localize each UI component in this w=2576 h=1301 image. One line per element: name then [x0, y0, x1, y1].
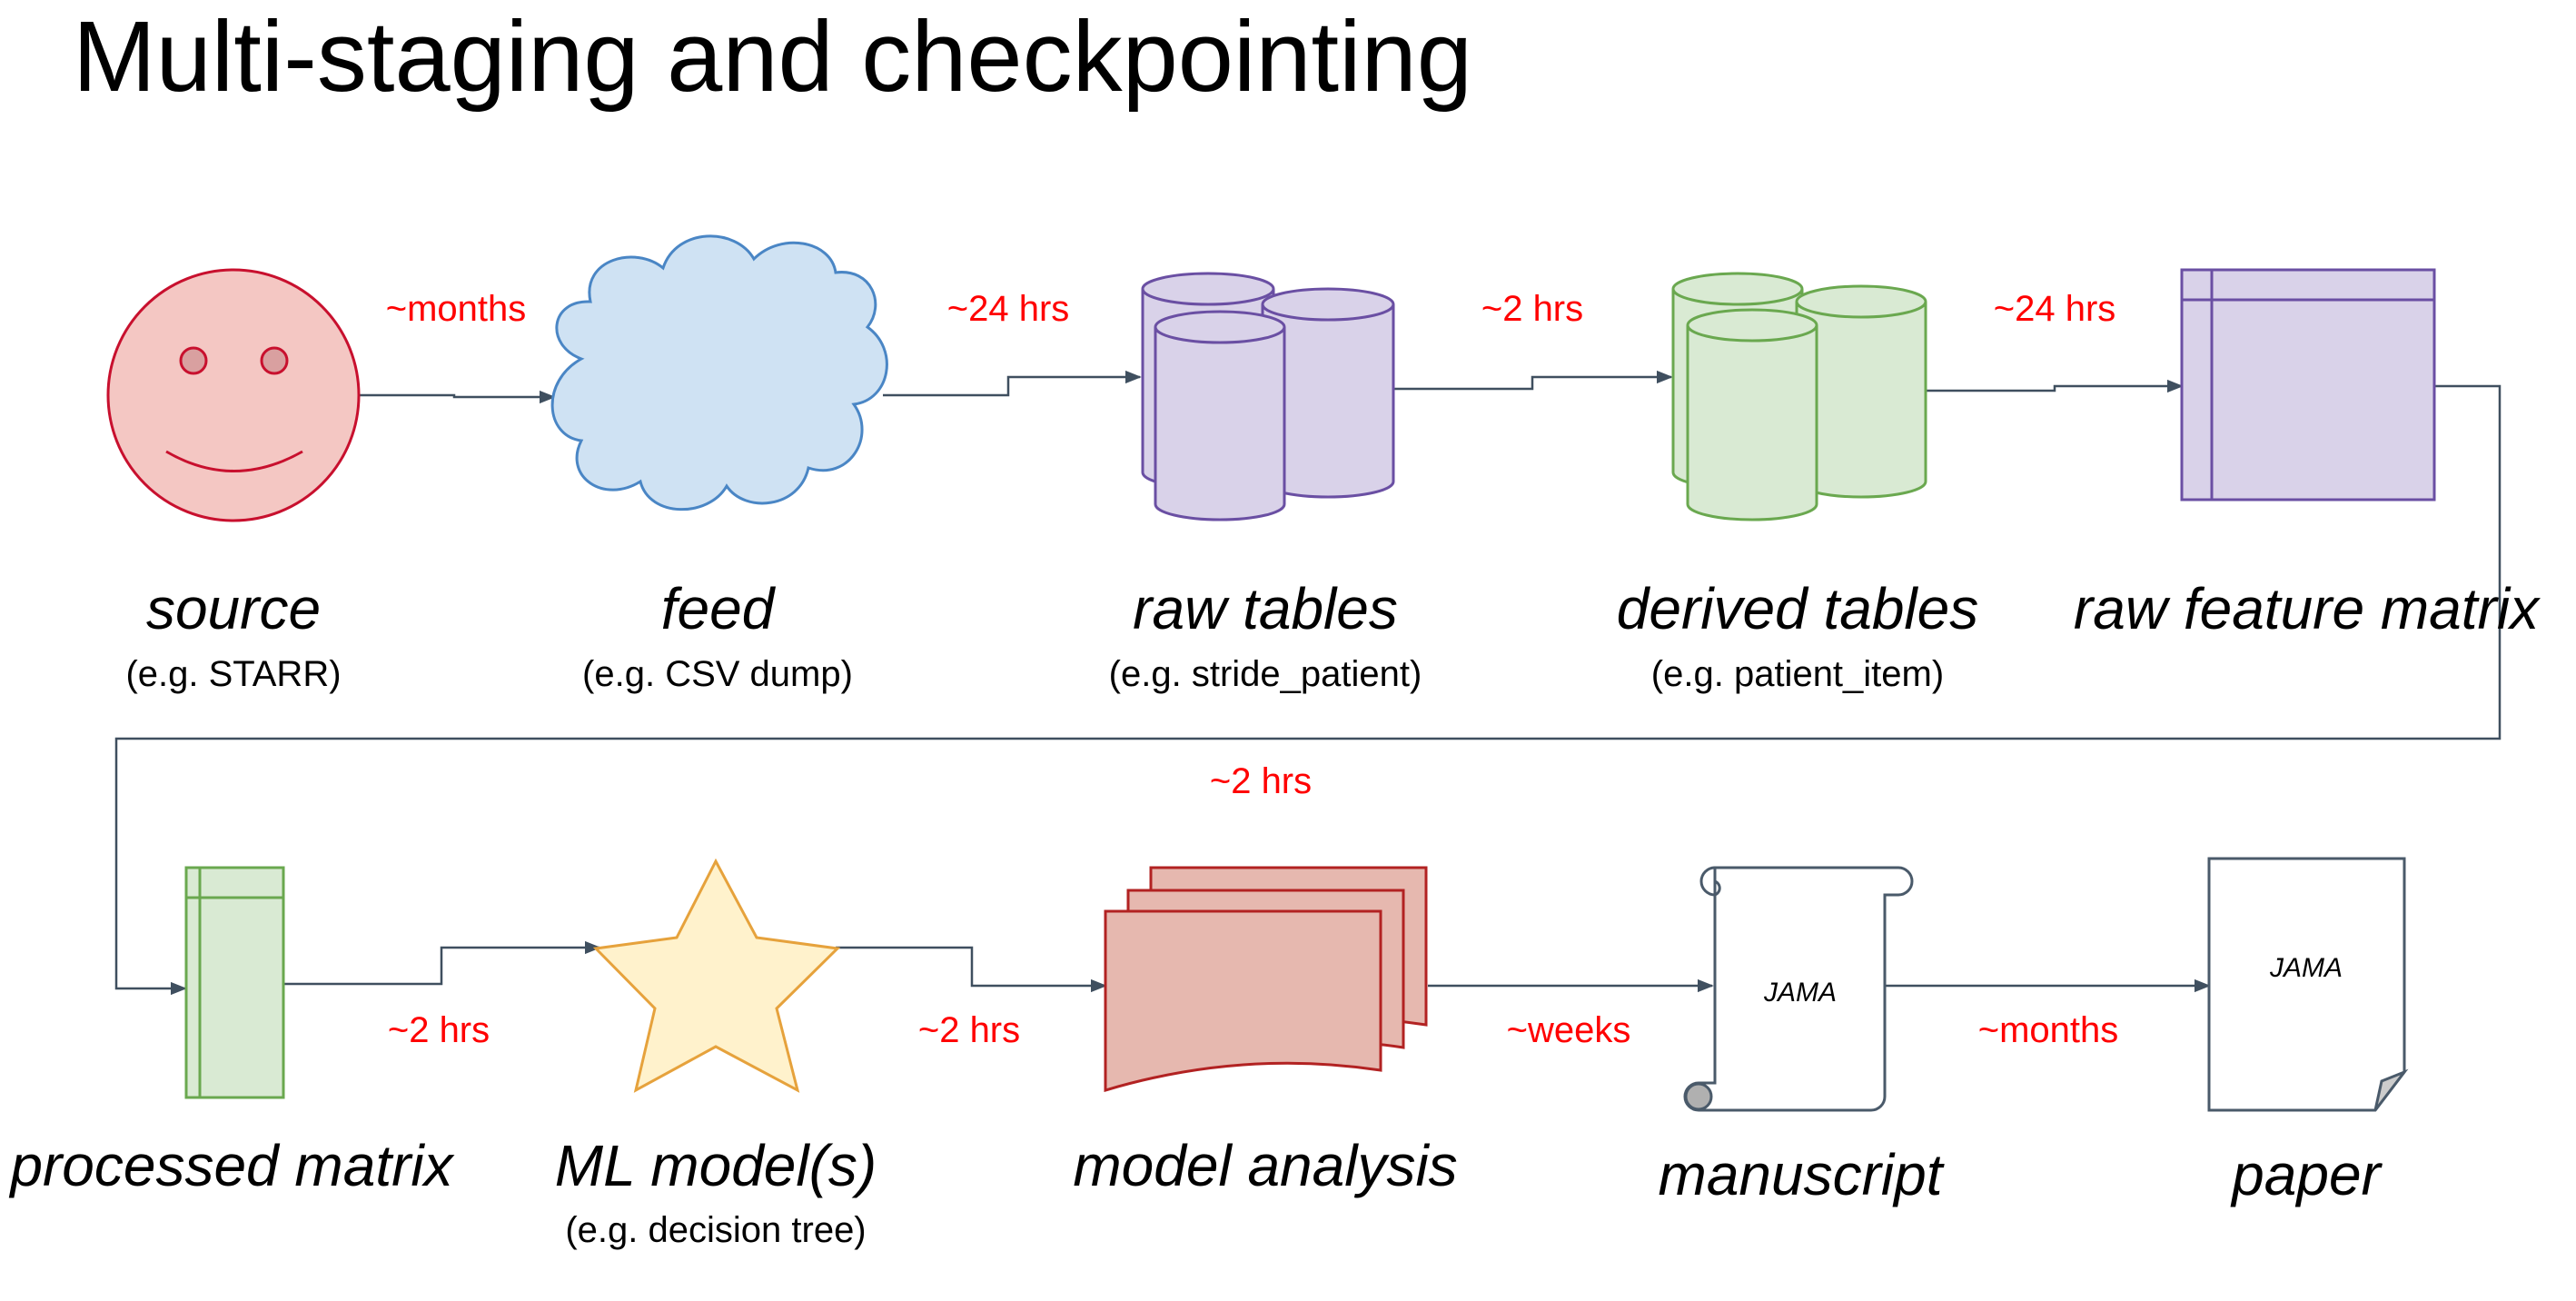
stage-label-manuscript: manuscript — [1659, 1142, 1945, 1207]
database-cylinders-icon — [1141, 272, 1395, 521]
page-title: Multi-staging and checkpointing — [73, 1, 1472, 113]
stage-label-ml-model: ML model(s) — [555, 1133, 877, 1198]
connector-processed-model — [283, 940, 601, 986]
duration-processed-model: ~2 hrs — [388, 1010, 490, 1050]
stage-label-raw-feature-matrix: raw feature matrix — [2074, 576, 2541, 641]
scroll-icon: JAMA — [1683, 866, 1914, 1112]
duration-analysis-manuscript: ~weeks — [1507, 1010, 1631, 1050]
paper-note-icon: JAMA — [2207, 857, 2409, 1112]
stage-label-raw-tables: raw tables — [1133, 576, 1398, 641]
stage-sub-ml-model: (e.g. decision tree) — [565, 1210, 866, 1250]
stage-label-paper: paper — [2230, 1142, 2383, 1207]
duration-feed-raw: ~24 hrs — [947, 289, 1070, 329]
stage-sub-source: (e.g. STARR) — [125, 654, 341, 694]
matrix-icon — [2180, 268, 2436, 502]
duration-manuscript-paper: ~months — [1978, 1010, 2119, 1050]
stage-label-processed-matrix: processed matrix — [8, 1133, 454, 1198]
cloud-icon — [550, 234, 888, 511]
connectors — [114, 370, 2502, 996]
connector-raw-derived — [1392, 370, 1673, 391]
stage-label-feed: feed — [661, 576, 777, 641]
cylinder-front — [1686, 308, 1818, 521]
cylinder-back-right — [1795, 284, 1927, 499]
stage-sub-derived-tables: (e.g. patient_item) — [1651, 654, 1944, 694]
smiley-face-icon — [106, 268, 361, 522]
connector-derived-rawmatrix — [1922, 379, 2184, 393]
duration-rawmatrix-processed: ~2 hrs — [1210, 761, 1312, 801]
manuscript-journal-text: JAMA — [1763, 978, 1837, 1008]
connector-model-analysis — [836, 946, 1107, 993]
stage-label-derived-tables: derived tables — [1617, 576, 1978, 641]
stage-sub-raw-tables: (e.g. stride_patient) — [1109, 654, 1422, 694]
multi-document-icon — [1104, 866, 1428, 1093]
duration-source-feed: ~months — [386, 289, 527, 329]
duration-model-analysis: ~2 hrs — [918, 1010, 1020, 1050]
stage-label-model-analysis: model analysis — [1073, 1133, 1457, 1198]
matrix-icon — [184, 866, 285, 1099]
duration-raw-derived: ~2 hrs — [1481, 289, 1583, 329]
connector-feed-raw — [883, 370, 1142, 397]
cylinder-front — [1154, 310, 1286, 521]
database-cylinders-icon — [1671, 272, 1927, 521]
stage-sub-feed: (e.g. CSV dump) — [582, 654, 853, 694]
connector-source-feed — [359, 390, 556, 404]
cylinder-back-right — [1261, 287, 1395, 499]
duration-derived-rawmatrix: ~24 hrs — [1994, 289, 2116, 329]
paper-journal-text: JAMA — [2269, 953, 2343, 983]
connector-rawmatrix-processed — [114, 384, 2502, 996]
stage-label-source: source — [146, 576, 321, 641]
duration-labels: ~months ~24 hrs ~2 hrs ~24 hrs ~2 hrs ~2… — [386, 289, 2119, 1050]
star-icon — [592, 858, 841, 1093]
